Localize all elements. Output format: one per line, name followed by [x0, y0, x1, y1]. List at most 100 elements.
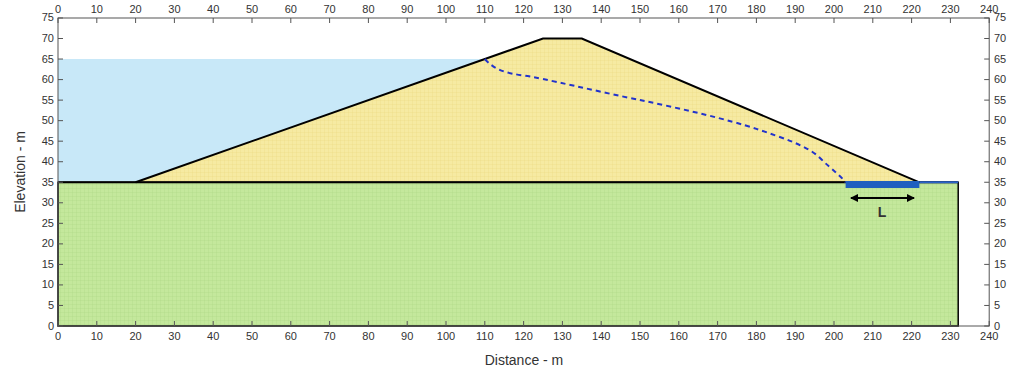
tick-mark: [678, 18, 679, 23]
x-tick-label: 130: [553, 330, 571, 343]
x-tick-label: 110: [476, 3, 494, 16]
axis-title: Elevation - m: [12, 131, 28, 213]
x-tick-label: 220: [902, 3, 920, 16]
y-tick-label: 45: [994, 135, 1006, 148]
tick-mark: [174, 18, 175, 23]
y-tick-label: 35: [994, 176, 1006, 189]
tick-mark: [58, 100, 63, 101]
tick-mark: [562, 321, 563, 326]
tick-mark: [795, 321, 796, 326]
foundation-outline: [58, 182, 958, 326]
tick-mark: [601, 18, 602, 23]
x-tick-label: 180: [747, 330, 765, 343]
x-tick-label: 40: [207, 330, 219, 343]
tick-mark: [58, 326, 63, 327]
x-tick-label: 170: [708, 3, 726, 16]
tick-mark: [678, 321, 679, 326]
tick-mark: [58, 161, 63, 162]
y-tick-label: 10: [42, 278, 54, 291]
y-tick-label: 75: [994, 11, 1006, 24]
tick-mark: [984, 38, 989, 39]
y-tick-label: 20: [42, 237, 54, 250]
x-tick-label: 0: [55, 3, 61, 16]
dam-outline: [136, 39, 920, 183]
length-arrow: [851, 197, 914, 199]
tick-mark: [872, 321, 873, 326]
tick-mark: [984, 141, 989, 142]
tick-mark: [58, 202, 63, 203]
x-tick-label: 80: [362, 330, 374, 343]
tick-mark: [58, 79, 63, 80]
x-tick-label: 10: [91, 330, 103, 343]
y-tick-label: 55: [994, 94, 1006, 107]
tick-mark: [484, 18, 485, 23]
x-tick-label: 220: [902, 330, 920, 343]
x-tick-label: 130: [553, 3, 571, 16]
tick-mark: [834, 321, 835, 326]
tick-mark: [58, 182, 63, 183]
x-tick-label: 230: [941, 3, 959, 16]
tick-mark: [368, 321, 369, 326]
tick-mark: [984, 305, 989, 306]
y-tick-label: 30: [994, 196, 1006, 209]
dam-mesh: [136, 39, 920, 183]
plot-frame: [58, 18, 989, 326]
x-tick-label: 100: [437, 3, 455, 16]
tick-mark: [984, 243, 989, 244]
tick-mark: [58, 18, 59, 23]
tick-mark: [58, 17, 63, 18]
tick-mark: [213, 321, 214, 326]
tick-mark: [290, 321, 291, 326]
tick-mark: [407, 321, 408, 326]
tick-mark: [984, 202, 989, 203]
x-tick-label: 20: [129, 330, 141, 343]
tick-mark: [96, 18, 97, 23]
tick-mark: [252, 18, 253, 23]
x-tick-label: 100: [437, 330, 455, 343]
tick-mark: [96, 321, 97, 326]
dimension-label: L: [878, 204, 887, 220]
x-tick-label: 170: [708, 330, 726, 343]
foundation: [58, 182, 958, 326]
y-tick-label: 20: [994, 237, 1006, 250]
y-tick-label: 30: [42, 196, 54, 209]
tick-mark: [911, 321, 912, 326]
x-tick-label: 30: [168, 330, 180, 343]
x-tick-label: 150: [631, 3, 649, 16]
tick-mark: [795, 18, 796, 23]
tick-mark: [984, 100, 989, 101]
x-tick-label: 40: [207, 3, 219, 16]
tailwater-line: [919, 181, 958, 183]
tick-mark: [58, 305, 63, 306]
tick-mark: [984, 284, 989, 285]
x-tick-label: 200: [825, 330, 843, 343]
y-tick-label: 60: [42, 73, 54, 86]
tick-mark: [984, 161, 989, 162]
y-tick-label: 70: [42, 32, 54, 45]
tick-mark: [58, 38, 63, 39]
axis-ticks: [58, 18, 989, 326]
y-tick-label: 15: [42, 258, 54, 271]
foundation-mesh: [58, 182, 958, 326]
tick-mark: [58, 284, 63, 285]
x-tick-label: 110: [476, 330, 494, 343]
x-tick-label: 230: [941, 330, 959, 343]
x-tick-label: 10: [91, 3, 103, 16]
tick-mark: [484, 321, 485, 326]
tick-mark: [174, 321, 175, 326]
y-tick-label: 40: [994, 155, 1006, 168]
x-tick-label: 210: [864, 3, 882, 16]
y-tick-label: 25: [994, 217, 1006, 230]
tick-mark: [717, 18, 718, 23]
tick-mark: [135, 321, 136, 326]
tick-mark: [989, 321, 990, 326]
tick-mark: [252, 321, 253, 326]
x-tick-label: 70: [323, 330, 335, 343]
x-tick-label: 50: [246, 3, 258, 16]
tick-mark: [950, 18, 951, 23]
tick-mark: [135, 18, 136, 23]
tick-mark: [213, 18, 214, 23]
tick-mark: [368, 18, 369, 23]
x-tick-label: 50: [246, 330, 258, 343]
